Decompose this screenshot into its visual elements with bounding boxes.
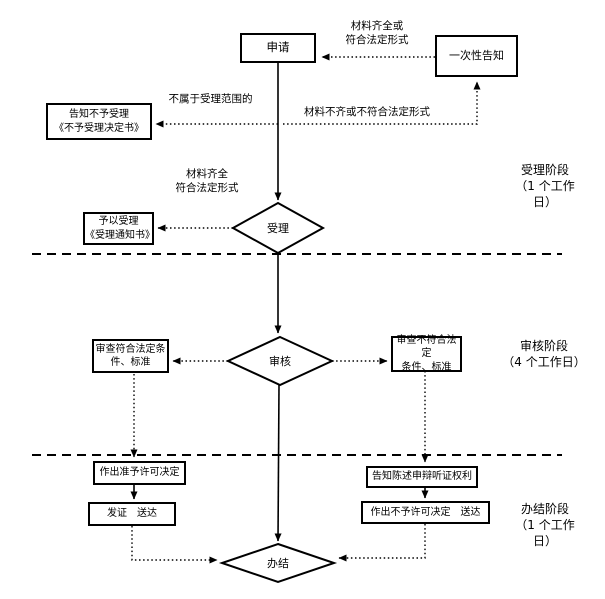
accept-diamond-shape: [230, 201, 326, 255]
one-time-notice-box: 一次性告知: [435, 35, 518, 77]
reject-notice-box: 告知不予受理 《不予受理决定书》: [46, 103, 152, 140]
review-pass-box: 审查符合法定条 件、标准: [92, 339, 169, 373]
edge-label-materials-ok-mid: 材料齐全 符合法定形式: [175, 168, 239, 194]
review-diamond-shape: [225, 335, 335, 387]
decision-diamonds: [218, 201, 338, 584]
dotted-arrows: [130, 53, 481, 564]
edge-label-not-in-scope: 不属于受理范围的: [168, 93, 253, 105]
issue-deliver-box: 发证 送达: [88, 502, 176, 526]
review-fail-box: 审查不符合法定 条件、标准: [391, 335, 462, 373]
inform-rights-box: 告知陈述申辩听证权利: [366, 466, 478, 488]
stage-label-complete: 办结阶段 （1 个工作 日）: [515, 502, 575, 549]
stage-label-accept: 受理阶段 （1 个工作 日）: [515, 163, 575, 210]
accept-notice-box: 予以受理 《受理通知书》: [83, 212, 155, 245]
deny-decision-box: 作出不予许可决定 送达: [361, 501, 490, 524]
stage-label-review: 审核阶段 （4 个工作日）: [502, 339, 586, 370]
apply-box: 申请: [240, 33, 316, 63]
solid-arrows: [130, 63, 429, 542]
review-diamond: 审核: [269, 355, 291, 368]
edge-label-materials-ok-top: 材料齐全或 符合法定形式: [345, 20, 409, 46]
accept-diamond: 受理: [267, 222, 289, 235]
edge-label-materials-incomplete: 材料不齐或不符合法定形式: [304, 106, 430, 118]
stage-dividers: [32, 253, 562, 456]
complete-diamond: 办结: [267, 557, 289, 570]
complete-diamond-shape: [218, 542, 338, 584]
grant-decision-box: 作出准予许可决定: [93, 461, 186, 485]
